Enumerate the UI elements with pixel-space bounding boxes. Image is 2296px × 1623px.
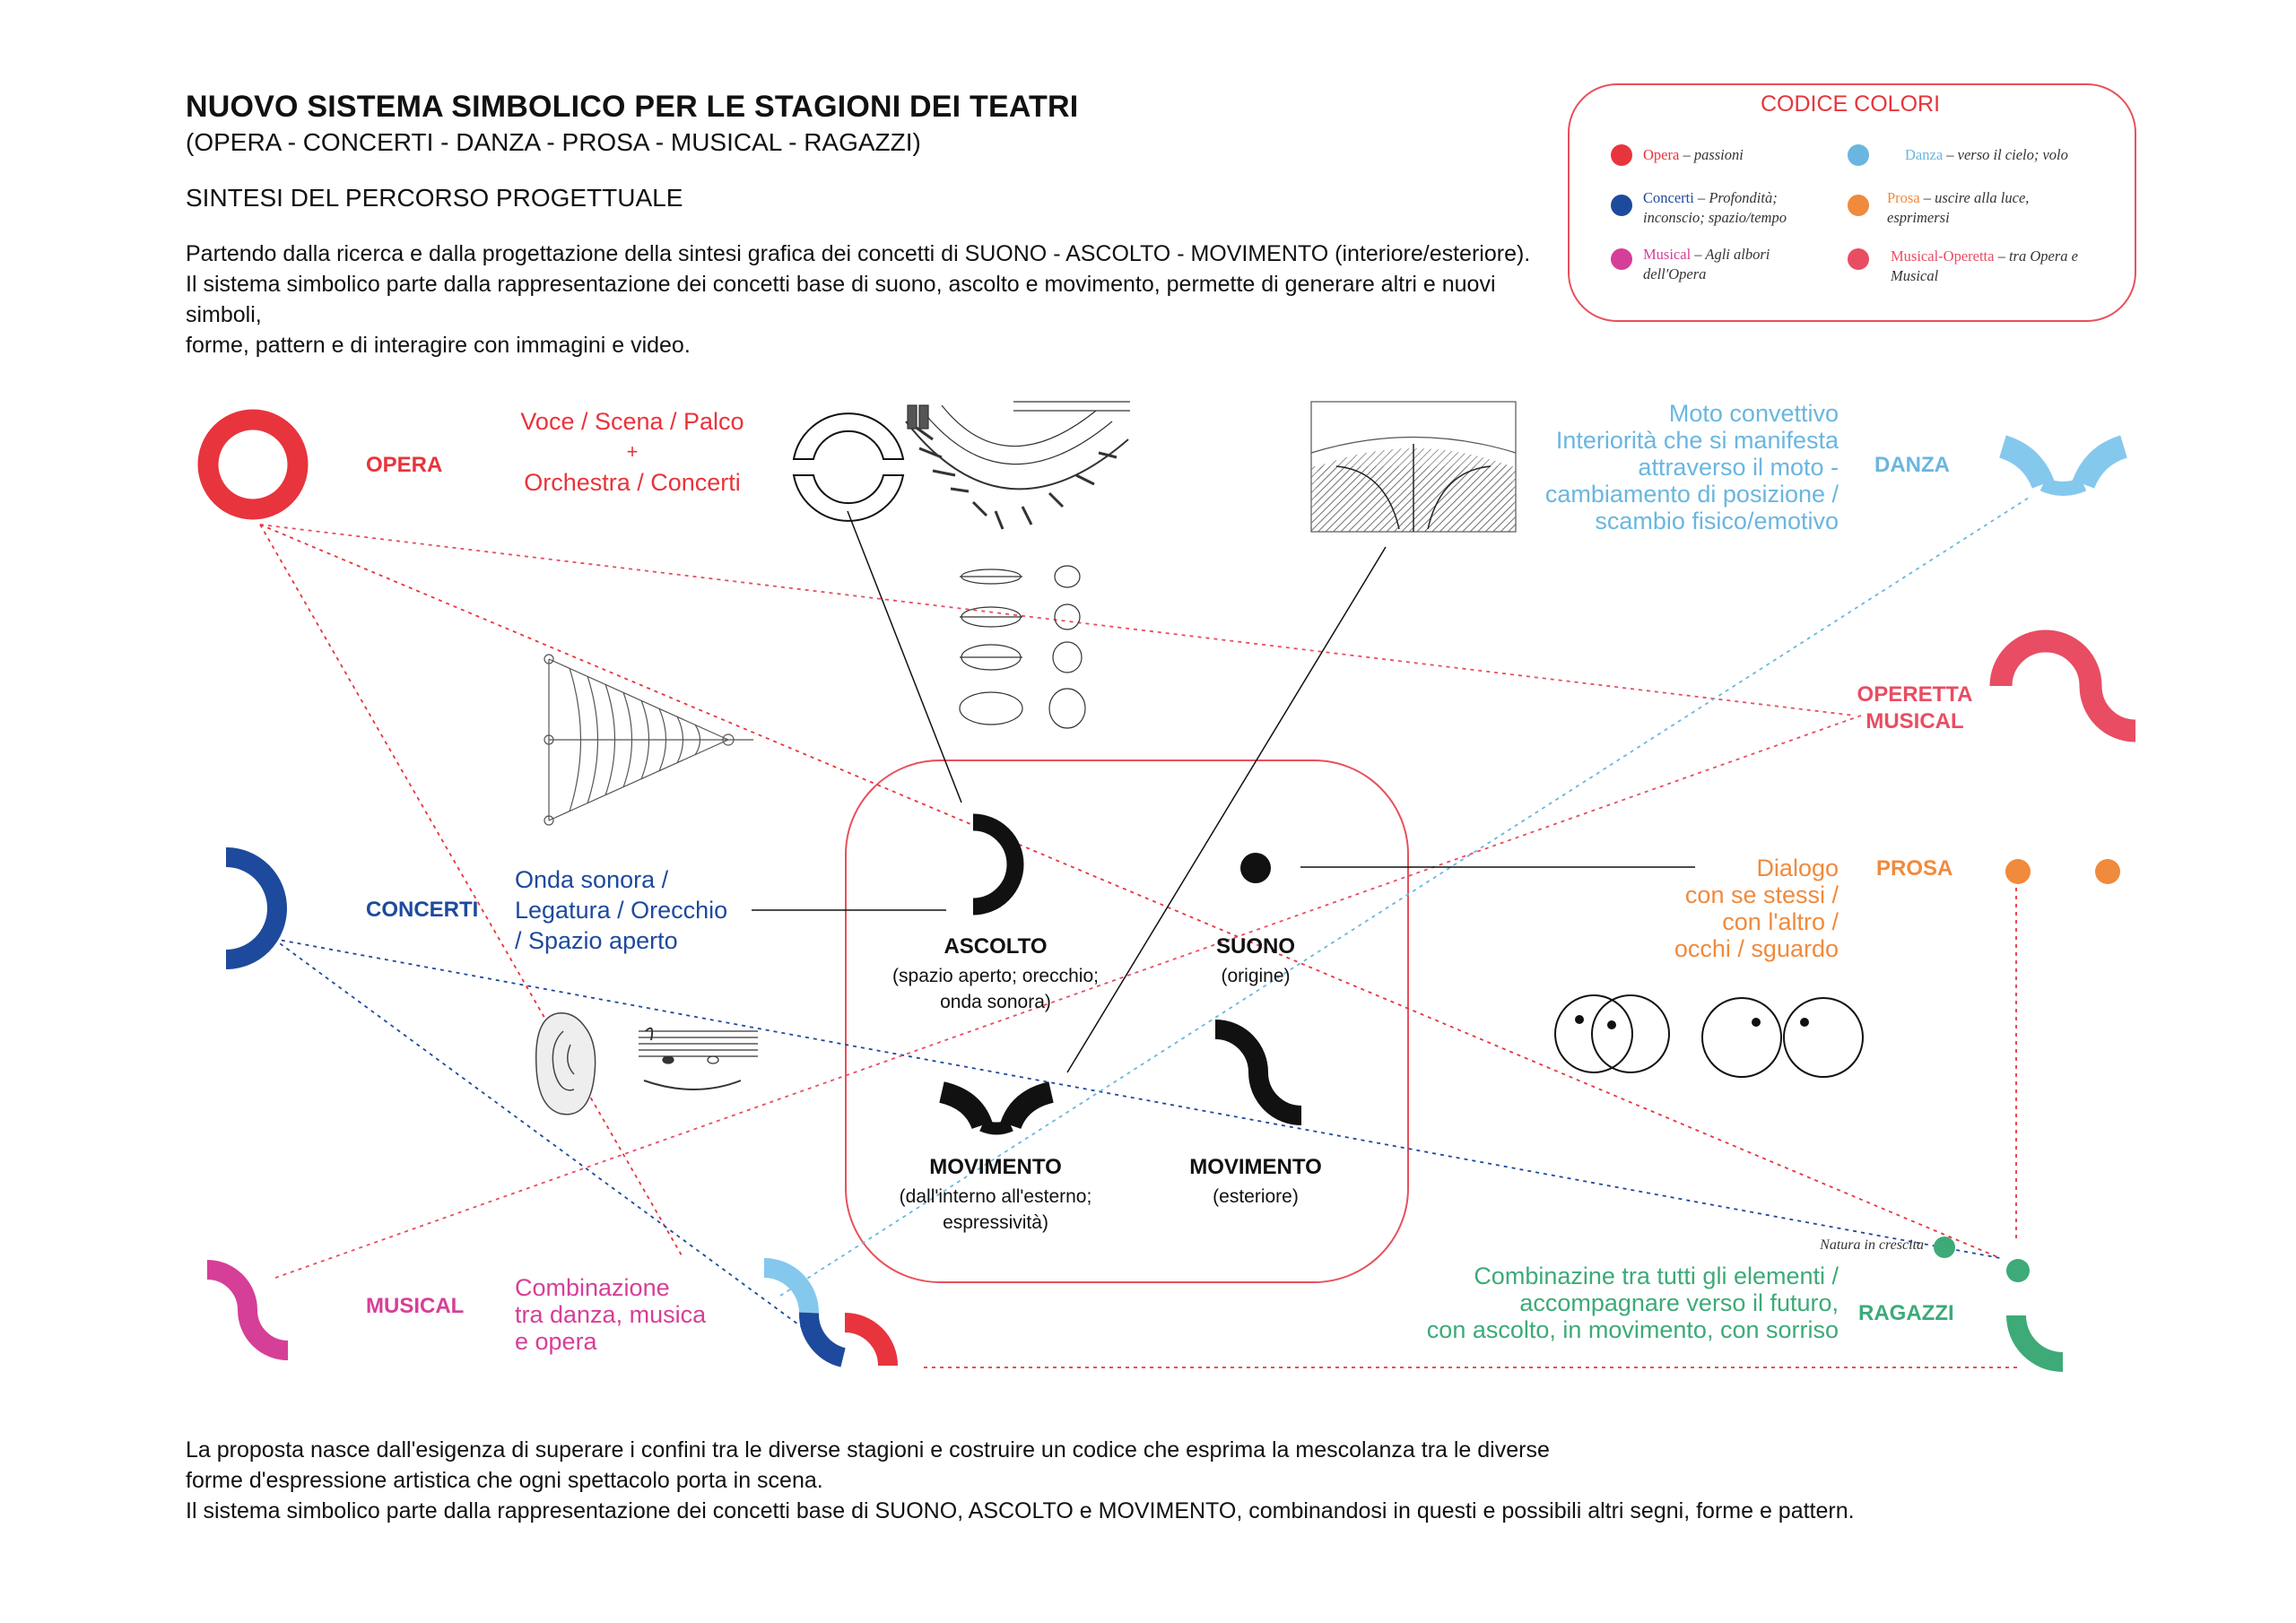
natura-dot-icon xyxy=(1934,1237,1955,1258)
prosa-eyes-icon xyxy=(1554,994,1864,1078)
legend-dot-prosa xyxy=(1848,195,1869,216)
legend-item-concerti: Concerti – Profondità; inconscio; spazio… xyxy=(1643,189,1787,226)
ascolto-subtitle: (spazio aperto; orecchio; onda sonora) xyxy=(892,966,1099,1012)
ragazzi-arc-icon xyxy=(2006,1315,2064,1372)
movimento-wings-icon xyxy=(938,1081,1055,1135)
legend-item-danza: Danza – verso il cielo; volo xyxy=(1905,146,2068,163)
legend-dot-danza xyxy=(1848,144,1869,166)
ear-illustration xyxy=(535,1012,596,1115)
color-legend-box xyxy=(1568,83,2136,322)
legend-dot-musical xyxy=(1611,248,1632,270)
legend-dot-opera xyxy=(1611,144,1632,166)
combined-symbol-icon xyxy=(763,1258,898,1367)
connector-ring-ascolto xyxy=(847,510,962,803)
legend-item-musical: Musical – Agli albori dell'Opera xyxy=(1643,246,1770,282)
split-ring-icon xyxy=(792,412,905,522)
intro-line: Partendo dalla ricerca e dalla progettaz… xyxy=(186,241,1531,266)
opera-ring-icon xyxy=(197,409,309,520)
ragazzi-description: Combinazine tra tutti gli elementi / acc… xyxy=(1426,1263,1839,1343)
musical-wave-icon xyxy=(206,1260,289,1360)
connector-opera-operetta xyxy=(259,524,1856,716)
connector-convection-movimento xyxy=(1066,546,1387,1073)
prosa-label: PROSA xyxy=(1876,856,1953,881)
suono-subtitle: (origine) xyxy=(1221,966,1291,986)
musical-label: MUSICAL xyxy=(366,1294,465,1318)
legend-dot-concerti xyxy=(1611,195,1632,216)
music-notation-illustration xyxy=(639,1027,758,1090)
suono-title: SUONO xyxy=(1215,934,1295,959)
wave-fan-illustration xyxy=(544,654,753,826)
mouth-shapes-illustration xyxy=(959,565,1086,729)
concerti-description: Onda sonora / Legatura / Orecchio / Spaz… xyxy=(515,866,728,954)
danza-label: DANZA xyxy=(1874,453,1950,477)
intro-line: Il sistema simbolico parte dalla rappres… xyxy=(186,272,1496,327)
footer-line: La proposta nasce dall'esigenza di super… xyxy=(186,1437,1550,1462)
footer-line: forme d'espressione artistica che ogni s… xyxy=(186,1468,823,1493)
legend-item-opera: Opera – passioni xyxy=(1643,146,1744,163)
connector-musical-operetta xyxy=(274,715,1862,1279)
danza-description: Moto convettivo Interiorità che si manif… xyxy=(1544,400,1839,534)
footer-paragraph: La proposta nasce dall'esigenza di super… xyxy=(186,1435,2159,1526)
prosa-description: Dialogo con se stessi / con l'altro / oc… xyxy=(1674,855,1839,962)
movimento-interiore-title: MOVIMENTO xyxy=(929,1155,1062,1179)
page-title: NUOVO SISTEMA SIMBOLICO PER LE STAGIONI … xyxy=(186,90,1079,124)
ascolto-title: ASCOLTO xyxy=(944,934,1048,959)
intro-line: forme, pattern e di interagire con immag… xyxy=(186,333,691,358)
connector-concerti-ragazzi xyxy=(273,938,2001,1259)
movimento-esteriore-title: MOVIMENTO xyxy=(1189,1155,1322,1179)
convection-illustration xyxy=(1310,401,1517,533)
suono-dot-icon xyxy=(1240,853,1271,883)
movimento-interiore-subtitle: (dall'interno all'esterno; espressività) xyxy=(899,1186,1092,1233)
footer-line: Il sistema simbolico parte dalla rappres… xyxy=(186,1498,1855,1523)
danza-wings-icon xyxy=(1998,435,2128,496)
ragazzi-label: RAGAZZI xyxy=(1858,1301,1954,1325)
ragazzi-dot-icon xyxy=(2006,1259,2030,1282)
movimento-wave-icon xyxy=(1214,1020,1302,1125)
legend-dot-operetta xyxy=(1848,248,1869,270)
orchestra-illustration xyxy=(905,401,1130,530)
prosa-eye-dots xyxy=(1575,1015,1809,1029)
ascolto-bracket-icon xyxy=(972,813,1024,916)
musical-description: Combinazione tra danza, musica e opera xyxy=(515,1274,707,1355)
concerti-bracket-icon xyxy=(225,847,287,969)
legend-title: CODICE COLORI xyxy=(1760,91,1941,117)
page-subtitle: (OPERA - CONCERTI - DANZA - PROSA - MUSI… xyxy=(186,128,921,156)
operetta-label: OPERETTA MUSICAL xyxy=(1857,682,1973,733)
movimento-esteriore-subtitle: (esteriore) xyxy=(1213,1186,1299,1207)
section-heading: SINTESI DEL PERCORSO PROGETTUALE xyxy=(186,184,683,212)
concerti-label: CONCERTI xyxy=(366,898,479,922)
intro-paragraph: Partendo dalla ricerca e dalla progettaz… xyxy=(186,239,1567,360)
connector-opera-diagonal xyxy=(259,524,683,1256)
concepts-frame xyxy=(845,759,1409,1283)
opera-description: Voce / Scena / Palco + Orchestra / Conce… xyxy=(520,408,744,496)
opera-label: OPERA xyxy=(366,453,443,477)
prosa-dot-left xyxy=(2005,859,2031,884)
natura-note: Natura in crescita xyxy=(1820,1237,1924,1253)
legend-item-prosa: Prosa – uscire alla luce, esprimersi xyxy=(1887,189,2030,226)
connection-lines xyxy=(259,497,2030,1368)
prosa-dot-right xyxy=(2095,859,2120,884)
operetta-wave-icon xyxy=(1989,629,2136,742)
solid-connectors xyxy=(752,510,1695,1073)
connector-concerti-symbol xyxy=(273,938,839,1355)
legend-item-operetta: Musical-Operetta – tra Opera e Musical xyxy=(1891,247,2078,284)
